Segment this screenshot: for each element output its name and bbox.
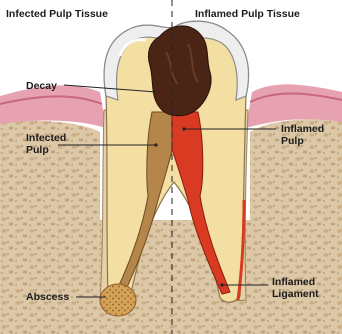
label-infected-pulp: Infected Pulp [26, 132, 66, 156]
abscess [100, 284, 136, 316]
heading-inflamed-pulp-tissue: Inflamed Pulp Tissue [195, 8, 300, 20]
heading-infected-pulp-tissue: Infected Pulp Tissue [6, 8, 108, 20]
label-inflamed-ligament: Inflamed Ligament [272, 276, 319, 300]
label-decay: Decay [26, 80, 57, 92]
label-abscess: Abscess [26, 291, 69, 303]
decay-cavity [148, 26, 211, 116]
jaw-bone [250, 119, 342, 334]
label-inflamed-pulp: Inflamed Pulp [281, 123, 324, 147]
